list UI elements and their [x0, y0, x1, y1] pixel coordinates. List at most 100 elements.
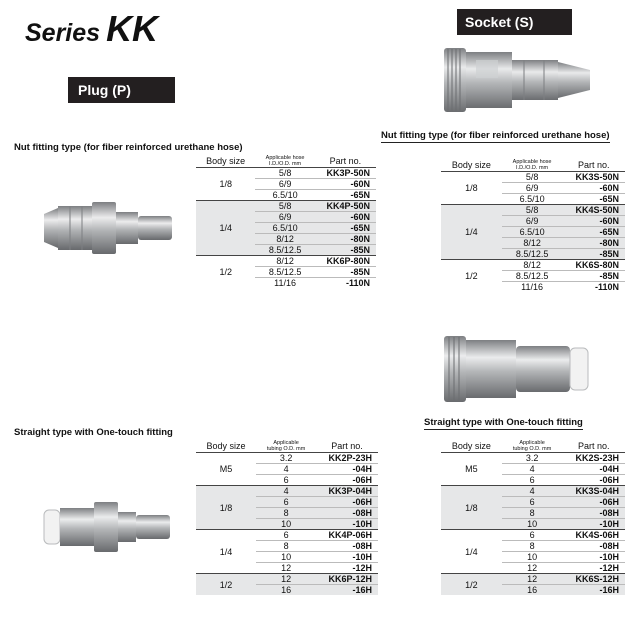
part-number-cell: -10H: [316, 551, 378, 563]
size-cell: 16: [256, 584, 317, 595]
part-number-cell: -60N: [314, 178, 376, 190]
plug-straight-title: Straight type with One-touch fitting: [14, 427, 173, 438]
table-row: 10-10H: [196, 551, 378, 563]
plug-straight-fitting-image: [43, 502, 170, 552]
table-row: 6/9-60N: [196, 211, 376, 223]
table-row: 8-08H: [196, 507, 378, 519]
part-number-cell: -85N: [562, 270, 625, 282]
socket-nut-title: Nut fitting type (for fiber reinforced u…: [381, 130, 610, 143]
table-row: 6/9-60N: [441, 215, 625, 227]
part-number-cell: KK2P-23H: [316, 452, 378, 464]
part-number-cell: -60N: [562, 182, 625, 194]
table-row: 6-06H: [441, 496, 625, 508]
socket-straight-fitting-image: [444, 336, 589, 402]
part-number-cell: -08H: [562, 540, 625, 552]
size-cell: 6: [256, 496, 317, 508]
socket-nut-fitting-image: [444, 48, 590, 112]
part-number-cell: KK3S-04H: [562, 485, 625, 497]
part-number-cell: -08H: [316, 540, 378, 552]
part-number-cell: KK6S-12H: [562, 573, 625, 585]
size-header-line2: tubing O.D. mm: [512, 446, 552, 452]
table-row: 4-04H: [441, 463, 625, 475]
part-number-cell: -06H: [316, 496, 378, 508]
size-cell: 8/12: [255, 233, 315, 245]
size-cell: 8: [256, 507, 317, 519]
part-number-cell: -12H: [562, 562, 625, 574]
size-cell: 8.5/12.5: [255, 266, 315, 278]
part-number-cell: -65N: [314, 222, 376, 234]
part-number-cell: -65N: [314, 189, 376, 201]
size-header-line2: I.D./O.D. mm: [516, 165, 549, 171]
body-size-cell: M5: [441, 452, 502, 486]
part-number-cell: KK6S-80N: [562, 259, 625, 271]
size-cell: 12: [256, 573, 317, 585]
part-number-cell: -60N: [562, 215, 625, 227]
part-number-cell: -04H: [562, 463, 625, 475]
body-size-cell: 1/8: [441, 171, 502, 205]
table-row: 6.5/10-65N: [441, 193, 625, 205]
size-cell: 8: [256, 540, 317, 552]
part-no-header: Part no.: [562, 158, 625, 172]
part-number-cell: -65N: [562, 226, 625, 238]
size-cell: 6/9: [255, 178, 315, 190]
part-number-cell: -06H: [316, 474, 378, 486]
part-number-cell: -85N: [314, 266, 376, 278]
body-size-cell: 1/4: [196, 200, 256, 256]
part-number-cell: -10H: [562, 518, 625, 530]
size-cell: 6.5/10: [501, 193, 563, 205]
size-cell: 10: [501, 551, 563, 563]
part-number-cell: -12H: [316, 562, 378, 574]
part-number-cell: -08H: [316, 507, 378, 519]
part-number-cell: -80N: [562, 237, 625, 249]
size-cell: 6: [256, 474, 317, 486]
size-cell: 8.5/12.5: [255, 244, 315, 256]
table-row: 10-10H: [441, 518, 625, 530]
size-cell: 3.2: [501, 452, 563, 464]
body-size-cell: 1/4: [441, 204, 502, 260]
table-row: 8/12-80N: [196, 233, 376, 245]
part-number-cell: KK3S-50N: [562, 171, 625, 183]
size-cell: 6: [256, 529, 317, 541]
size-cell: 11/16: [501, 281, 563, 292]
size-cell: 6: [501, 529, 563, 541]
size-cell: 8: [501, 507, 563, 519]
size-cell: 6.5/10: [501, 226, 563, 238]
series-name: KK: [106, 8, 159, 49]
part-number-cell: -16H: [562, 584, 625, 595]
table-row: 16-16H: [441, 584, 625, 595]
table-row: 6-06H: [196, 496, 378, 508]
size-cell: 4: [256, 463, 317, 475]
size-cell: 5/8: [255, 200, 315, 212]
socket-straight-title: Straight type with One-touch fitting: [424, 417, 583, 430]
size-cell: 5/8: [501, 171, 563, 183]
size-cell: 8.5/12.5: [501, 248, 563, 260]
table-row: 8-08H: [441, 540, 625, 552]
size-cell: 4: [256, 485, 317, 497]
body-size-header: Body size: [196, 439, 257, 453]
plug-badge: Plug (P): [68, 77, 175, 103]
part-number-cell: KK3P-50N: [314, 167, 376, 179]
part-no-header: Part no.: [316, 439, 378, 453]
table-row: 6.5/10-65N: [196, 189, 376, 201]
size-header-line2: tubing O.D. mm: [266, 446, 306, 452]
size-cell: 3.2: [256, 452, 317, 464]
size-header-line1: Applicable: [519, 440, 545, 446]
table-row: 8/12-80N: [441, 237, 625, 249]
body-size-cell: 1/2: [196, 573, 257, 595]
body-size-cell: 1/8: [196, 485, 257, 530]
size-cell: 4: [501, 485, 563, 497]
size-header-line1: Applicable hose: [512, 159, 552, 165]
size-cell: 8/12: [501, 237, 563, 249]
plug-nut-title: Nut fitting type (for fiber reinforced u…: [14, 142, 243, 153]
size-cell: 8/12: [255, 255, 315, 267]
